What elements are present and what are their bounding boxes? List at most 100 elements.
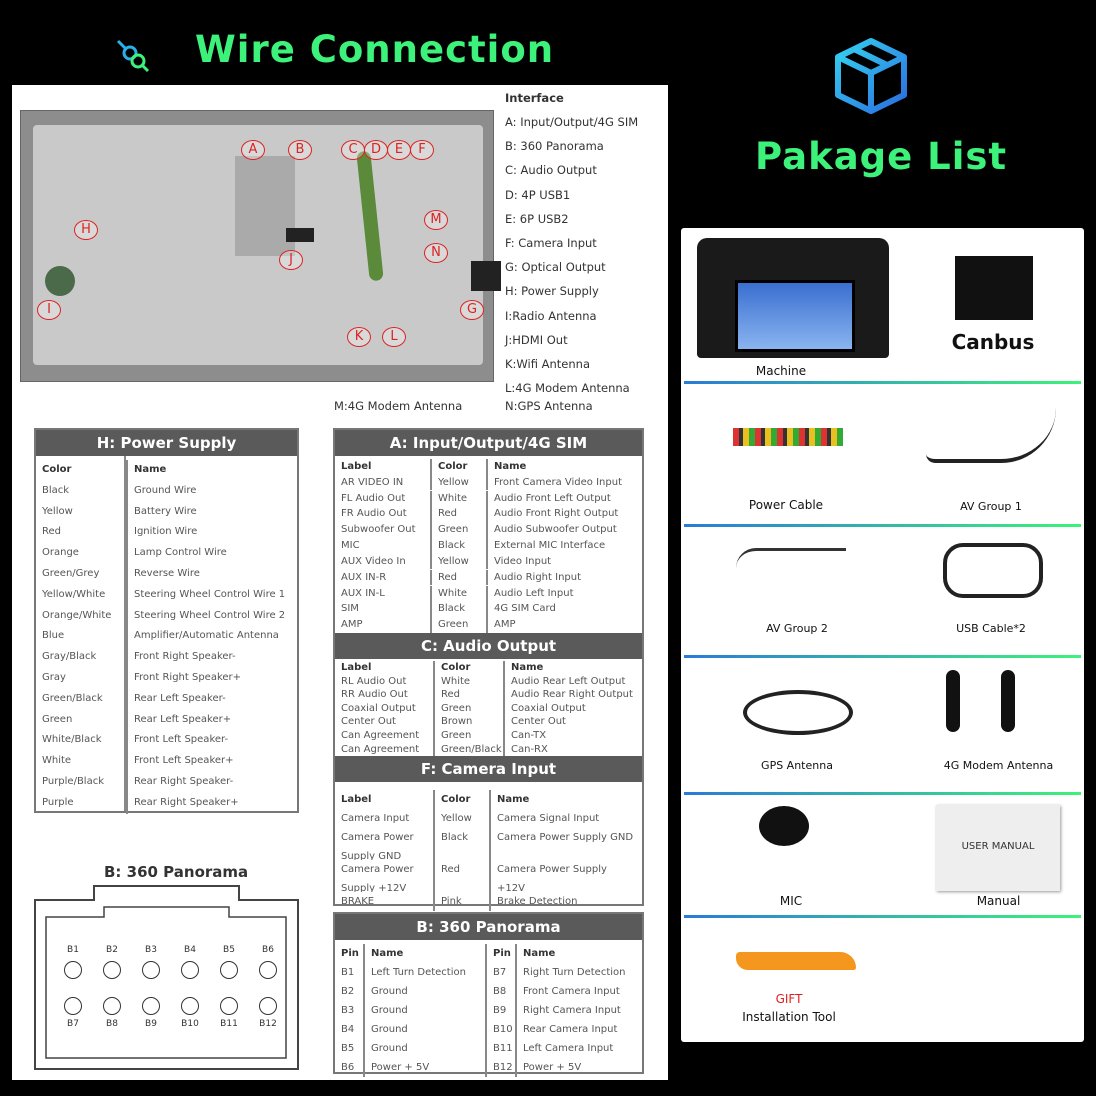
interface-item: H: Power Supply	[505, 284, 599, 299]
column-header: Name	[523, 948, 556, 959]
pin-label: B8	[106, 1019, 118, 1029]
table-cell: White	[435, 674, 505, 689]
table-cell: Ground Wire	[134, 484, 197, 496]
column-header: Name	[494, 461, 527, 472]
table-cell: Camera Power Supply +12V	[335, 860, 435, 892]
table-cell: B11	[487, 1039, 517, 1058]
photo-label-d: D	[364, 140, 388, 160]
table-cell: RL Audio Out	[335, 674, 435, 689]
interface-item: L:4G Modem Antenna	[505, 381, 630, 396]
pin-label: B12	[259, 1019, 277, 1029]
table-cell: Rear Left Speaker-	[134, 692, 226, 704]
table-cell: AUX Video In	[335, 553, 432, 570]
pin-label: B10	[181, 1019, 199, 1029]
table-cell: FR Audio Out	[335, 506, 432, 523]
table-cell: Rear Right Speaker-	[134, 775, 234, 787]
photo-label-b: B	[288, 140, 312, 160]
table-cell: Audio Front Right Output	[494, 508, 619, 520]
table-cell: AMP	[335, 617, 432, 633]
table-cell: Audio Rear Right Output	[511, 689, 633, 701]
interface-item: K:Wifi Antenna	[505, 357, 590, 371]
table-cell: Blue	[36, 626, 128, 648]
pin-label: B11	[220, 1019, 238, 1029]
4g-modem-antenna-label: 4G Modem Antenna	[943, 759, 1054, 772]
connector-pin	[64, 961, 82, 979]
mic-label: MIC	[779, 894, 803, 908]
interface-item: B: 360 Panorama	[505, 139, 604, 154]
power-cable-image	[733, 428, 843, 446]
table-cell: Purple	[36, 792, 128, 814]
table-cell: AUX IN-R	[335, 569, 432, 586]
table-cell: Ground	[365, 1020, 487, 1039]
interface-item-m: M:4G Modem Antenna	[334, 399, 463, 413]
interface-item-n: N:GPS Antenna	[505, 399, 593, 413]
gps-antenna-label: GPS Antenna	[761, 759, 833, 772]
column-header: Color	[435, 661, 505, 675]
photo-label-i: I	[37, 300, 61, 320]
photo-label-f: F	[410, 140, 434, 160]
interface-item: C: Audio Output	[505, 163, 597, 178]
photo-label-g: G	[460, 300, 484, 320]
a-table-title: A: Input/Output/4G SIM	[335, 430, 642, 456]
table-cell: Yellow	[432, 553, 488, 570]
pin-label: B9	[145, 1019, 157, 1029]
table-cell: Front Camera Video Input	[494, 476, 622, 488]
column-header: Label	[335, 790, 435, 809]
pin-label: B7	[67, 1019, 79, 1029]
table-cell: Rear Right Speaker+	[134, 796, 239, 808]
interface-item: F: Camera Input	[505, 236, 597, 250]
column-header: Color	[36, 460, 128, 481]
table-cell: Green/Black	[36, 688, 128, 710]
table-cell: Yellow	[432, 474, 488, 491]
table-cell: Camera Signal Input	[497, 813, 600, 824]
table-cell: Black	[435, 828, 491, 860]
table-cell: B8	[487, 982, 517, 1001]
table-cell: Green/Grey	[36, 563, 128, 585]
connector-pin	[181, 997, 199, 1015]
table-cell: Amplifier/Automatic Antenna	[134, 630, 279, 642]
table-cell: Orange/White	[36, 605, 128, 627]
table-cell: Reverse Wire	[134, 567, 200, 579]
photo-label-m: M	[424, 210, 448, 230]
panorama-diagram-title: B: 360 Panorama	[104, 863, 249, 881]
interface-item: A: Input/Output/4G SIM	[505, 115, 639, 129]
table-cell: Black	[36, 480, 128, 502]
table-cell: B5	[335, 1039, 365, 1058]
table-cell: Green	[435, 701, 505, 716]
pin-label: B1	[67, 945, 79, 955]
table-cell: Red	[435, 860, 491, 892]
table-cell: Front Right Speaker+	[134, 671, 242, 683]
package-list-panel: Machine Canbus Power Cable AV Group 1 AV…	[681, 228, 1084, 1042]
manual-label: Manual	[976, 894, 1021, 908]
table-cell: Power + 5V	[365, 1058, 487, 1077]
table-cell: B7	[487, 963, 517, 982]
table-cell: Orange	[36, 543, 128, 564]
photo-label-l: L	[382, 327, 406, 347]
table-cell: Audio Left Input	[494, 587, 574, 599]
table-cell: B4	[335, 1020, 365, 1039]
f-table-title: F: Camera Input	[335, 756, 642, 782]
table-cell: Ground	[365, 1001, 487, 1020]
connector-pin	[220, 997, 238, 1015]
table-cell: Center Out	[511, 716, 566, 728]
table-cell: Yellow/White	[36, 584, 128, 606]
connector-pin	[181, 961, 199, 979]
table-cell: Can-RX	[511, 743, 548, 755]
interface-item: G: Optical Output	[505, 260, 606, 275]
table-cell: Brake Detection	[497, 896, 578, 907]
canbus-image	[955, 256, 1033, 320]
table-cell: Green	[36, 709, 128, 731]
package-list-title: Pakage List	[755, 135, 1008, 178]
column-header: Color	[435, 790, 491, 809]
table-cell: B1	[335, 963, 365, 982]
package-box-icon	[830, 35, 912, 117]
table-cell: Right Camera Input	[523, 1005, 621, 1016]
photo-label-e: E	[387, 140, 411, 160]
mic-image	[759, 806, 809, 846]
canbus-label: Canbus	[951, 330, 1035, 354]
column-header: Color	[432, 459, 488, 475]
manual-cover-text: USER MANUAL	[961, 841, 1035, 852]
table-cell: FL Audio Out	[335, 490, 432, 507]
